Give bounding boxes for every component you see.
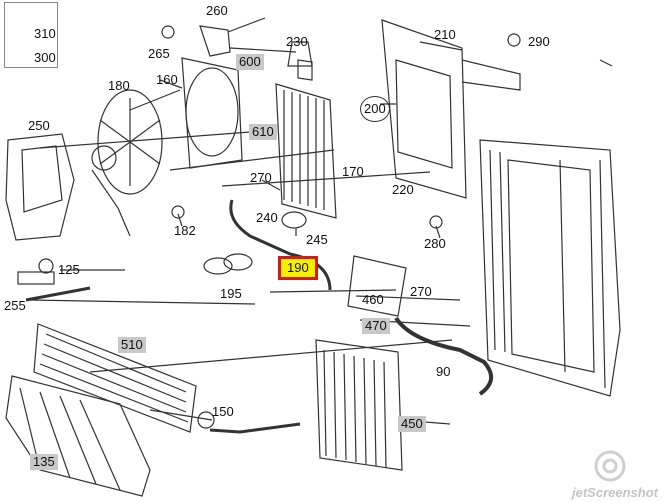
- part-label-180[interactable]: 180: [108, 78, 130, 93]
- pipe-255-part: [25, 286, 91, 302]
- part-label-310[interactable]: 310: [34, 26, 56, 41]
- part-label-600[interactable]: 600: [236, 54, 264, 70]
- part-label-260[interactable]: 260: [206, 3, 228, 18]
- hose-90-part: [394, 316, 493, 396]
- part-label-510[interactable]: 510: [118, 337, 146, 353]
- part-label-240[interactable]: 240: [256, 210, 278, 225]
- part-label-182[interactable]: 182: [174, 223, 196, 238]
- part-label-255[interactable]: 255: [4, 298, 26, 313]
- part-label-270a[interactable]: 270: [250, 170, 272, 185]
- part-label-200[interactable]: 200: [360, 96, 390, 122]
- fan-shroud-part: [181, 57, 243, 169]
- part-label-460[interactable]: 460: [362, 292, 384, 307]
- main-radiator-part: [479, 139, 621, 397]
- part-label-220[interactable]: 220: [392, 182, 414, 197]
- legend-box: [4, 2, 58, 68]
- part-label-610[interactable]: 610: [249, 124, 277, 140]
- part-label-470[interactable]: 470: [362, 318, 390, 334]
- fan-part: [97, 89, 163, 195]
- part-label-190-highlighted[interactable]: 190: [278, 256, 318, 280]
- part-label-170[interactable]: 170: [342, 164, 364, 179]
- part-label-300[interactable]: 300: [34, 50, 56, 65]
- part-label-265[interactable]: 265: [148, 46, 170, 61]
- watermark-text: jetScreenshot: [572, 485, 658, 500]
- part-label-230[interactable]: 230: [286, 34, 308, 49]
- hose-190-part: [229, 199, 332, 291]
- part-label-90[interactable]: 90: [436, 364, 451, 379]
- part-label-270b[interactable]: 270: [410, 284, 432, 299]
- part-label-160[interactable]: 160: [156, 72, 178, 87]
- bracket-part: [381, 19, 467, 199]
- coolant-radiator-part: [315, 339, 403, 471]
- part-label-150[interactable]: 150: [212, 404, 234, 419]
- part-label-245[interactable]: 245: [306, 232, 328, 247]
- part-label-250[interactable]: 250: [28, 118, 50, 133]
- part-label-280[interactable]: 280: [424, 236, 446, 251]
- air-duct-part: [5, 133, 75, 241]
- part-label-450[interactable]: 450: [398, 416, 426, 432]
- camera-swirl-icon: [594, 450, 626, 482]
- intercooler-part: [33, 323, 197, 433]
- part-label-195[interactable]: 195: [220, 286, 242, 301]
- aux-radiator-part: [275, 83, 337, 219]
- part-label-125[interactable]: 125: [58, 262, 80, 277]
- part-label-290[interactable]: 290: [528, 34, 550, 49]
- air-guide-part: [5, 375, 151, 497]
- part-label-135[interactable]: 135: [30, 454, 58, 470]
- part-label-210[interactable]: 210: [434, 27, 456, 42]
- hose-150-part: [209, 422, 301, 434]
